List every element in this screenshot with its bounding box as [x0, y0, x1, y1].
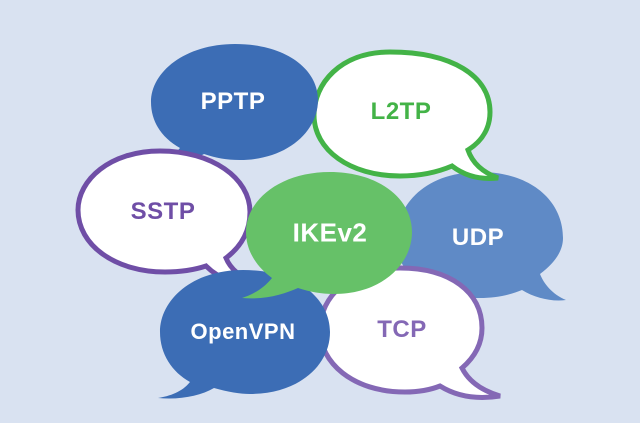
bubble-l2tp [311, 49, 499, 181]
bubble-pptp [148, 44, 318, 167]
bubble-ikev2 [242, 172, 412, 299]
bubble-sstp [75, 148, 259, 287]
bubble-udp [396, 172, 566, 301]
bubble-openvpn [158, 270, 330, 399]
